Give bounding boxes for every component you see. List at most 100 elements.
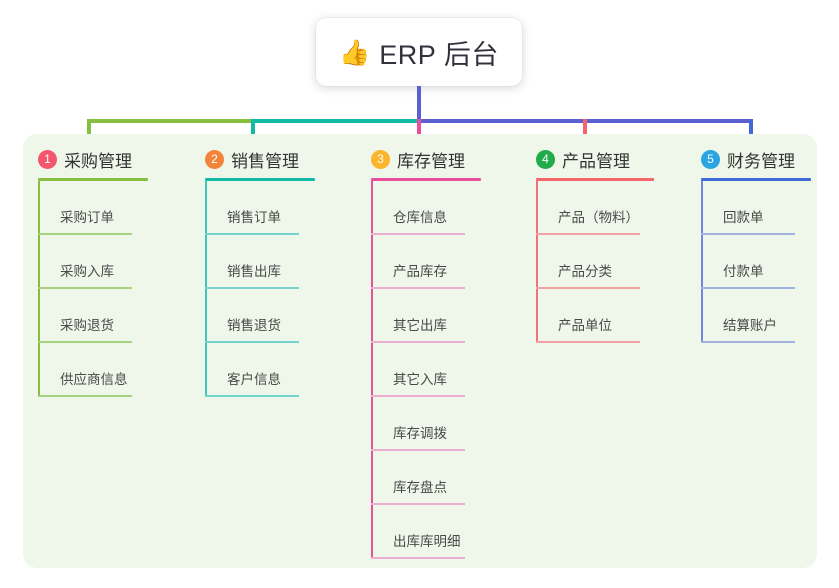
column-title: 销售管理: [231, 151, 299, 171]
leaf-item[interactable]: 销售出库: [205, 235, 315, 289]
leaf-item-rule: [371, 449, 465, 451]
column-header-rule: [701, 178, 811, 181]
leaf-item-rule: [38, 341, 132, 343]
leaf-item-rule: [701, 287, 795, 289]
column-items: 回款单付款单结算账户: [701, 181, 811, 343]
column-5: 5 财务管理回款单付款单结算账户: [701, 140, 811, 343]
column-number-badge: 5: [701, 149, 720, 169]
column-header-rule: [205, 178, 315, 181]
column-items: 仓库信息产品库存其它出库其它入库库存调拨库存盘点出库库明细: [371, 181, 481, 559]
leaf-item-rule: [38, 287, 132, 289]
leaf-item-rule: [371, 557, 465, 559]
column-header-rule: [371, 178, 481, 181]
leaf-item[interactable]: 产品（物料）: [536, 181, 654, 235]
leaf-item-label: 付款单: [723, 264, 764, 279]
leaf-item-rule: [536, 341, 640, 343]
column-rail: [536, 181, 538, 343]
leaf-item-label: 出库库明细: [393, 534, 461, 549]
leaf-item-label: 销售出库: [227, 264, 281, 279]
leaf-item-rule: [371, 503, 465, 505]
leaf-item-rule: [38, 395, 132, 397]
leaf-item-rule: [536, 233, 640, 235]
leaf-item-label: 供应商信息: [60, 372, 128, 387]
connector-drop-3: [417, 119, 421, 147]
column-number-badge: 4: [536, 149, 555, 169]
column-1: 1 采购管理采购订单采购入库采购退货供应商信息: [38, 140, 148, 397]
content-panel: [23, 134, 817, 568]
leaf-item-rule: [205, 341, 299, 343]
leaf-item[interactable]: 出库库明细: [371, 505, 481, 559]
column-items: 产品（物料） 产品分类产品单位: [536, 181, 654, 343]
leaf-item-rule: [371, 287, 465, 289]
leaf-item[interactable]: 采购订单: [38, 181, 148, 235]
column-items: 采购订单采购入库采购退货供应商信息: [38, 181, 148, 397]
leaf-item[interactable]: 销售订单: [205, 181, 315, 235]
column-rail: [701, 181, 703, 343]
connector-bar-mid: [251, 119, 421, 123]
leaf-item[interactable]: 产品分类: [536, 235, 654, 289]
column-header-3[interactable]: 3 库存管理: [371, 140, 481, 178]
column-header-2[interactable]: 2 销售管理: [205, 140, 315, 178]
connector-drop-5: [749, 119, 753, 147]
column-header-rule: [38, 178, 148, 181]
leaf-item-label: 客户信息: [227, 372, 281, 387]
column-header-1[interactable]: 1 采购管理: [38, 140, 148, 178]
column-rail: [371, 181, 373, 559]
column-2: 2 销售管理销售订单销售出库销售退货客户信息: [205, 140, 315, 397]
leaf-item-label: 采购入库: [60, 264, 114, 279]
leaf-item[interactable]: 客户信息: [205, 343, 315, 397]
column-title: 产品管理: [562, 151, 630, 171]
leaf-item[interactable]: 其它出库: [371, 289, 481, 343]
leaf-item[interactable]: 供应商信息: [38, 343, 148, 397]
column-header-5[interactable]: 5 财务管理: [701, 140, 811, 178]
column-title: 财务管理: [727, 151, 795, 171]
root-title: ERP 后台: [379, 39, 499, 70]
leaf-item[interactable]: 库存盘点: [371, 451, 481, 505]
leaf-item-rule: [205, 233, 299, 235]
thumbs-up-icon: 👍: [339, 38, 371, 67]
leaf-item-rule: [701, 233, 795, 235]
leaf-item[interactable]: 其它入库: [371, 343, 481, 397]
leaf-item-label: 产品分类: [558, 264, 612, 279]
leaf-item-label: 产品单位: [558, 318, 612, 333]
connector-drop-1: [87, 119, 91, 147]
column-number-badge: 3: [371, 149, 390, 169]
leaf-item[interactable]: 付款单: [701, 235, 811, 289]
column-rail: [38, 181, 40, 397]
column-title: 采购管理: [64, 151, 132, 171]
column-3: 3 库存管理仓库信息产品库存其它出库其它入库库存调拨库存盘点出库库明细: [371, 140, 481, 559]
leaf-item-rule: [701, 341, 795, 343]
leaf-item[interactable]: 库存调拨: [371, 397, 481, 451]
leaf-item-label: 销售订单: [227, 210, 281, 225]
leaf-item[interactable]: 采购入库: [38, 235, 148, 289]
leaf-item-rule: [371, 341, 465, 343]
leaf-item-rule: [371, 233, 465, 235]
leaf-item-label: 采购订单: [60, 210, 114, 225]
leaf-item-label: 仓库信息: [393, 210, 447, 225]
leaf-item-rule: [38, 233, 132, 235]
root-node[interactable]: 👍 ERP 后台: [316, 18, 522, 86]
leaf-item[interactable]: 产品库存: [371, 235, 481, 289]
column-number-badge: 1: [38, 149, 57, 169]
leaf-item[interactable]: 结算账户: [701, 289, 811, 343]
leaf-item-label: 销售退货: [227, 318, 281, 333]
column-number-badge: 2: [205, 149, 224, 169]
leaf-item-label: 结算账户: [723, 318, 777, 333]
leaf-item[interactable]: 产品单位: [536, 289, 654, 343]
leaf-item-label: 库存调拨: [393, 426, 447, 441]
connector-drop-2: [251, 119, 255, 147]
column-4: 4 产品管理产品（物料） 产品分类产品单位: [536, 140, 654, 343]
leaf-item[interactable]: 回款单: [701, 181, 811, 235]
leaf-item-label: 其它入库: [393, 372, 447, 387]
leaf-item-rule: [536, 287, 640, 289]
connector-drop-4: [583, 119, 587, 147]
leaf-item[interactable]: 仓库信息: [371, 181, 481, 235]
leaf-item[interactable]: 销售退货: [205, 289, 315, 343]
column-title: 库存管理: [397, 151, 465, 171]
column-header-rule: [536, 178, 654, 181]
root-stem-connector: [417, 86, 421, 122]
column-header-4[interactable]: 4 产品管理: [536, 140, 654, 178]
leaf-item-label: 其它出库: [393, 318, 447, 333]
leaf-item[interactable]: 采购退货: [38, 289, 148, 343]
